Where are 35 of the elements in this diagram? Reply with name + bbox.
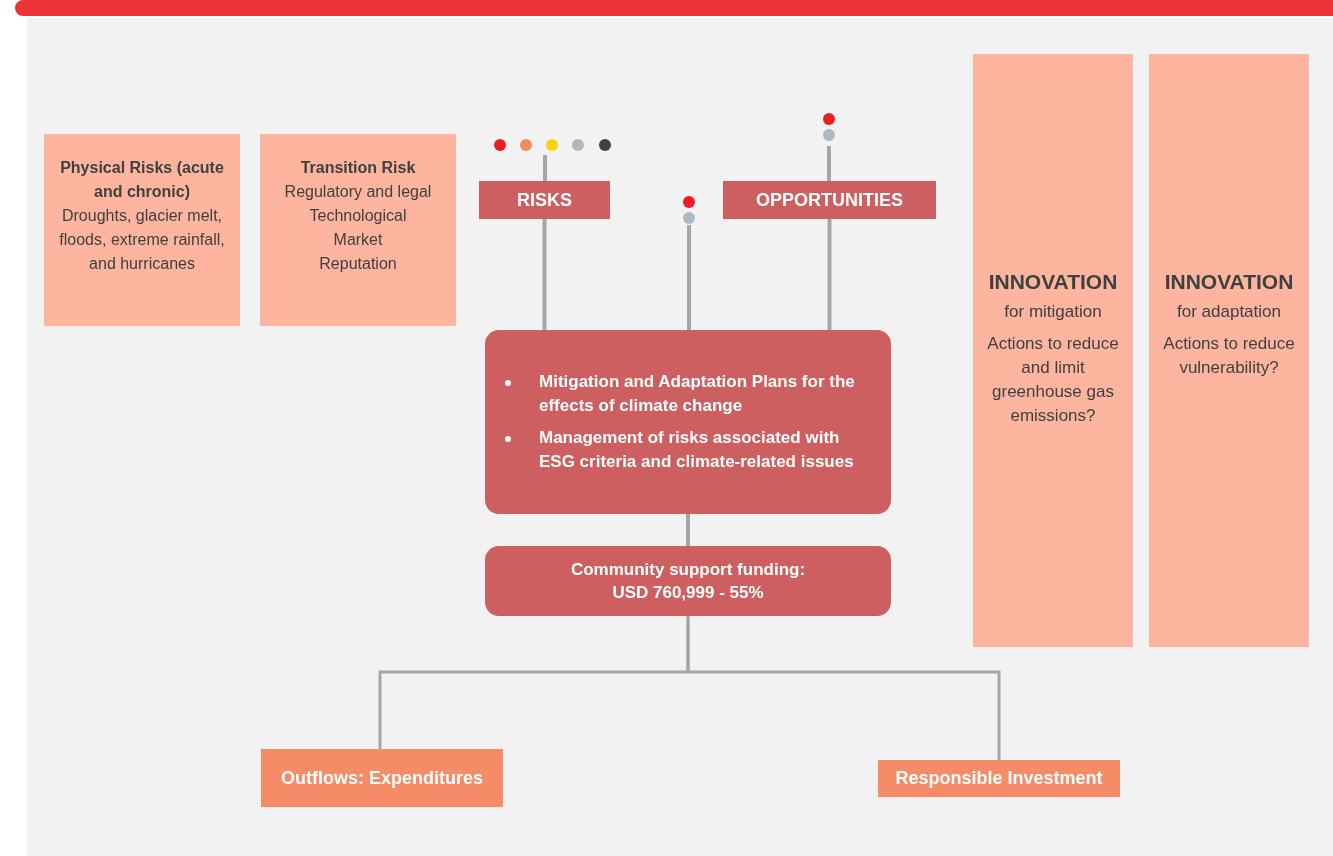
box-text: RISKS: [517, 189, 572, 211]
risk-card: [44, 134, 240, 326]
innovation-card: [973, 54, 1133, 647]
card-text: Regulatory and legal: [284, 182, 432, 202]
bullet-text: Mitigation and Adaptation Plans for the effects of climate change: [539, 371, 856, 417]
innovation-card: [1149, 54, 1309, 647]
label-box: [723, 181, 936, 219]
card-heading: INNOVATION: [1164, 270, 1294, 294]
card-heading: Physical Risks (acute and chronic): [59, 158, 225, 202]
card-text: Market: [333, 230, 383, 250]
connector-line: [686, 514, 690, 546]
box-text: Responsible Investment: [895, 768, 1103, 789]
connector-line: [687, 225, 691, 330]
card-text: Droughts, glacier melt, floods, extreme rainfall, and hurricanes: [58, 206, 226, 274]
box-text: Community support funding: USD 760,999 - 55%: [569, 559, 807, 604]
outcome-box: [261, 749, 503, 807]
connector-line: [686, 616, 1001, 760]
box-text: OPPORTUNITIES: [756, 189, 903, 211]
card-subheading: for mitigation: [1004, 301, 1102, 323]
card-text: Actions to reduce and limit greenhouse gas emissions?: [986, 333, 1120, 427]
card-text: Reputation: [319, 254, 397, 274]
risk-card: [260, 134, 456, 326]
bullet-text: Management of risks associated with ESG criteria and climate-related issues: [539, 427, 855, 473]
card-text: Actions to reduce vulnerability?: [1162, 333, 1296, 379]
funding-box: [485, 546, 891, 616]
connector-line: [542, 219, 547, 330]
outcome-box: [878, 760, 1120, 797]
card-subheading: for adaptation: [1177, 301, 1281, 323]
card-heading: INNOVATION: [988, 270, 1118, 294]
label-box: [479, 181, 610, 219]
box-text: Outflows: Expenditures: [281, 767, 483, 789]
connector-line: [827, 219, 832, 330]
card-heading: Transition Risk: [300, 158, 416, 178]
card-text: Technological: [309, 206, 407, 226]
plan-box: [485, 330, 891, 514]
